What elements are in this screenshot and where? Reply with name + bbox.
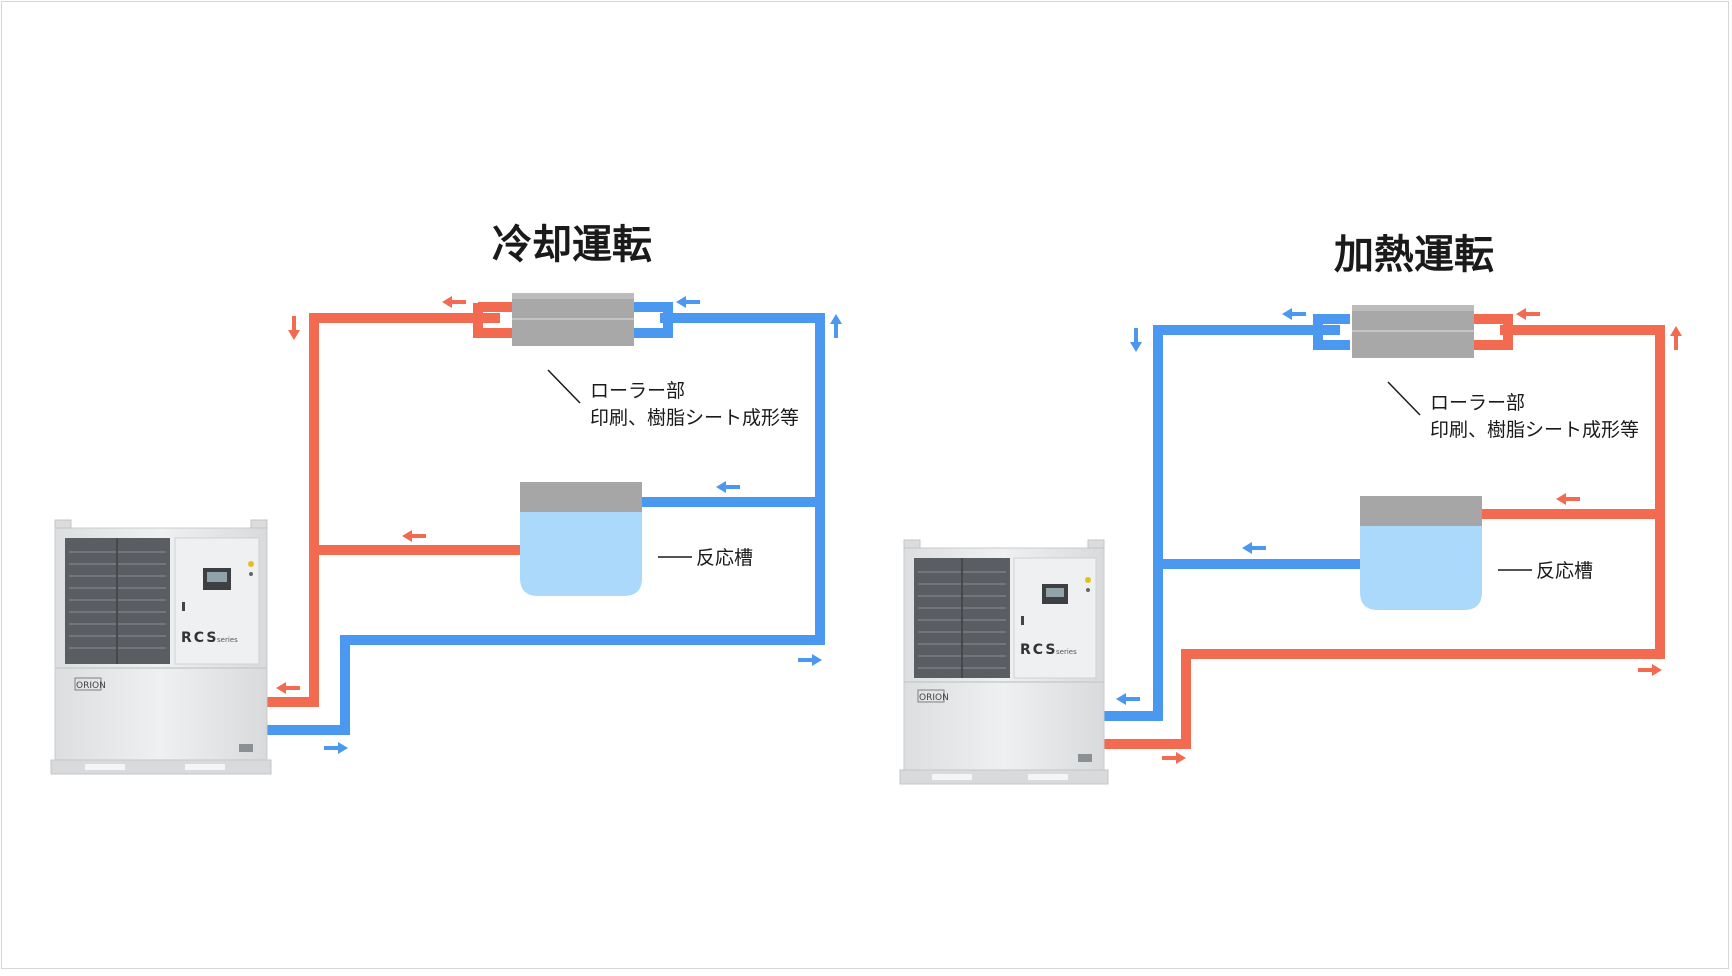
- reaction-tank-icon: [1360, 526, 1482, 610]
- cooling-cold-lines: [264, 302, 825, 735]
- heating-tank-label: 反応槽: [1536, 560, 1593, 582]
- cooling-flow-arrows: [276, 296, 842, 754]
- chiller-unit-icon: RCS series ORION: [899, 539, 1109, 785]
- heating-roller-label-2: 印刷、樹脂シート成形等: [1430, 419, 1639, 441]
- cooling-unit-brand: RCS: [181, 630, 218, 646]
- cooling-cold-roller-loop: [634, 302, 673, 338]
- flow-arrow-icon: [324, 742, 348, 754]
- heating-cold-supply-line: [1104, 325, 1340, 721]
- cooling-roller: [512, 293, 634, 346]
- heating-hot-return-line: [1104, 325, 1665, 749]
- flow-arrow-icon: [1116, 693, 1140, 705]
- cooling-unit-logo: ORION: [76, 681, 106, 691]
- cooling-unit-brand-sub: series: [217, 636, 238, 644]
- heating-unit-brand: RCS: [1020, 642, 1057, 658]
- cooling-tank-label: 反応槽: [696, 547, 753, 569]
- flow-arrow-icon: [276, 682, 300, 694]
- cooling-roller-leader: [547, 369, 581, 404]
- flow-arrow-icon: [798, 654, 822, 666]
- cooling-panel: 冷却運転 ローラー部 印刷、樹脂シート成形等 反応槽: [50, 222, 842, 775]
- flow-arrow-icon: [288, 316, 300, 340]
- cooling-cold-return-line: [264, 313, 825, 735]
- flow-arrow-icon: [1162, 752, 1186, 764]
- cooling-roller-label-1: ローラー部: [590, 380, 685, 402]
- flow-arrow-icon: [1130, 328, 1142, 352]
- heating-chiller-unit: RCS series ORION: [899, 539, 1109, 785]
- flow-arrow-icon: [1242, 542, 1266, 554]
- cooling-title: 冷却運転: [492, 222, 652, 268]
- flow-arrow-icon: [442, 296, 466, 308]
- heating-title: 加熱運転: [1334, 232, 1494, 278]
- cooling-roller-label-2: 印刷、樹脂シート成形等: [590, 407, 799, 429]
- heating-unit-brand-sub: series: [1056, 648, 1077, 656]
- chiller-unit-icon: RCS series ORION: [50, 519, 272, 775]
- flow-arrow-icon: [1556, 493, 1580, 505]
- flow-arrow-icon: [676, 296, 700, 308]
- flow-arrow-icon: [716, 481, 740, 493]
- heating-hot-lines: [1104, 314, 1665, 749]
- cooling-hot-lines: [264, 302, 520, 707]
- reaction-tank-icon: [520, 512, 642, 596]
- cooling-reaction-tank: [520, 482, 642, 596]
- cooling-chiller-unit: RCS series ORION: [50, 519, 272, 775]
- cooling-hot-roller-loop: [473, 303, 512, 338]
- heating-unit-logo: ORION: [919, 693, 949, 703]
- flow-arrow-icon: [830, 314, 842, 338]
- heating-hot-roller-loop: [1474, 314, 1513, 350]
- heating-panel: 加熱運転 ローラー部 印刷、樹脂シート成形等 反応槽: [899, 232, 1682, 785]
- flow-arrow-icon: [1638, 664, 1662, 676]
- flow-arrow-icon: [1516, 308, 1540, 320]
- flow-arrow-icon: [1670, 326, 1682, 350]
- heating-roller-label-1: ローラー部: [1430, 392, 1525, 414]
- heating-flow-arrows: [1116, 308, 1682, 764]
- heating-cold-roller-loop: [1313, 314, 1350, 350]
- flow-arrow-icon: [402, 530, 426, 542]
- heating-reaction-tank: [1360, 496, 1482, 610]
- flow-arrow-icon: [1282, 308, 1306, 320]
- cooling-hot-supply-line: [264, 313, 500, 707]
- heating-cold-lines: [1104, 314, 1360, 721]
- heating-roller: [1352, 305, 1474, 358]
- heating-roller-leader: [1387, 381, 1421, 416]
